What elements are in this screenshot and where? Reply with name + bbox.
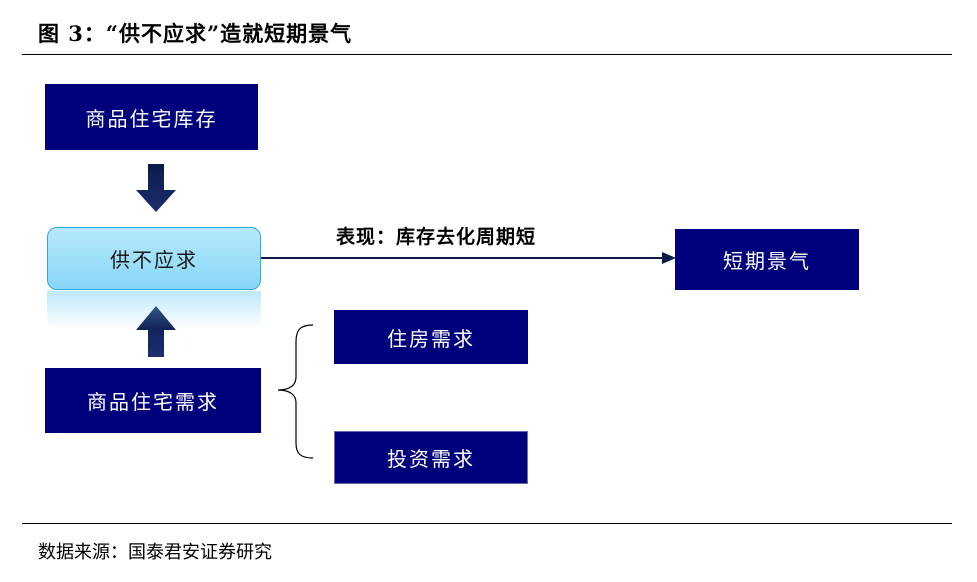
node-prosperity: 短期景气 [675, 229, 859, 290]
top-rule [22, 54, 952, 55]
node-supply-demand: 供不应求 [47, 227, 261, 290]
node-reflection [47, 291, 261, 329]
figure-title: 图 3：“供不应求”造就短期景气 [38, 21, 353, 46]
bottom-rule [22, 523, 952, 524]
edge-label: 表现：库存去化周期短 [336, 226, 537, 248]
node-investment-demand: 投资需求 [334, 431, 528, 484]
down-arrow [136, 164, 176, 212]
figure-source: 数据来源：国泰君安证券研究 [38, 542, 272, 563]
main-arrow-head [662, 252, 676, 264]
demand-brace [277, 324, 314, 459]
node-demand: 商品住宅需求 [45, 368, 261, 433]
node-housing-demand: 住房需求 [334, 310, 528, 364]
node-inventory: 商品住宅库存 [45, 84, 258, 150]
